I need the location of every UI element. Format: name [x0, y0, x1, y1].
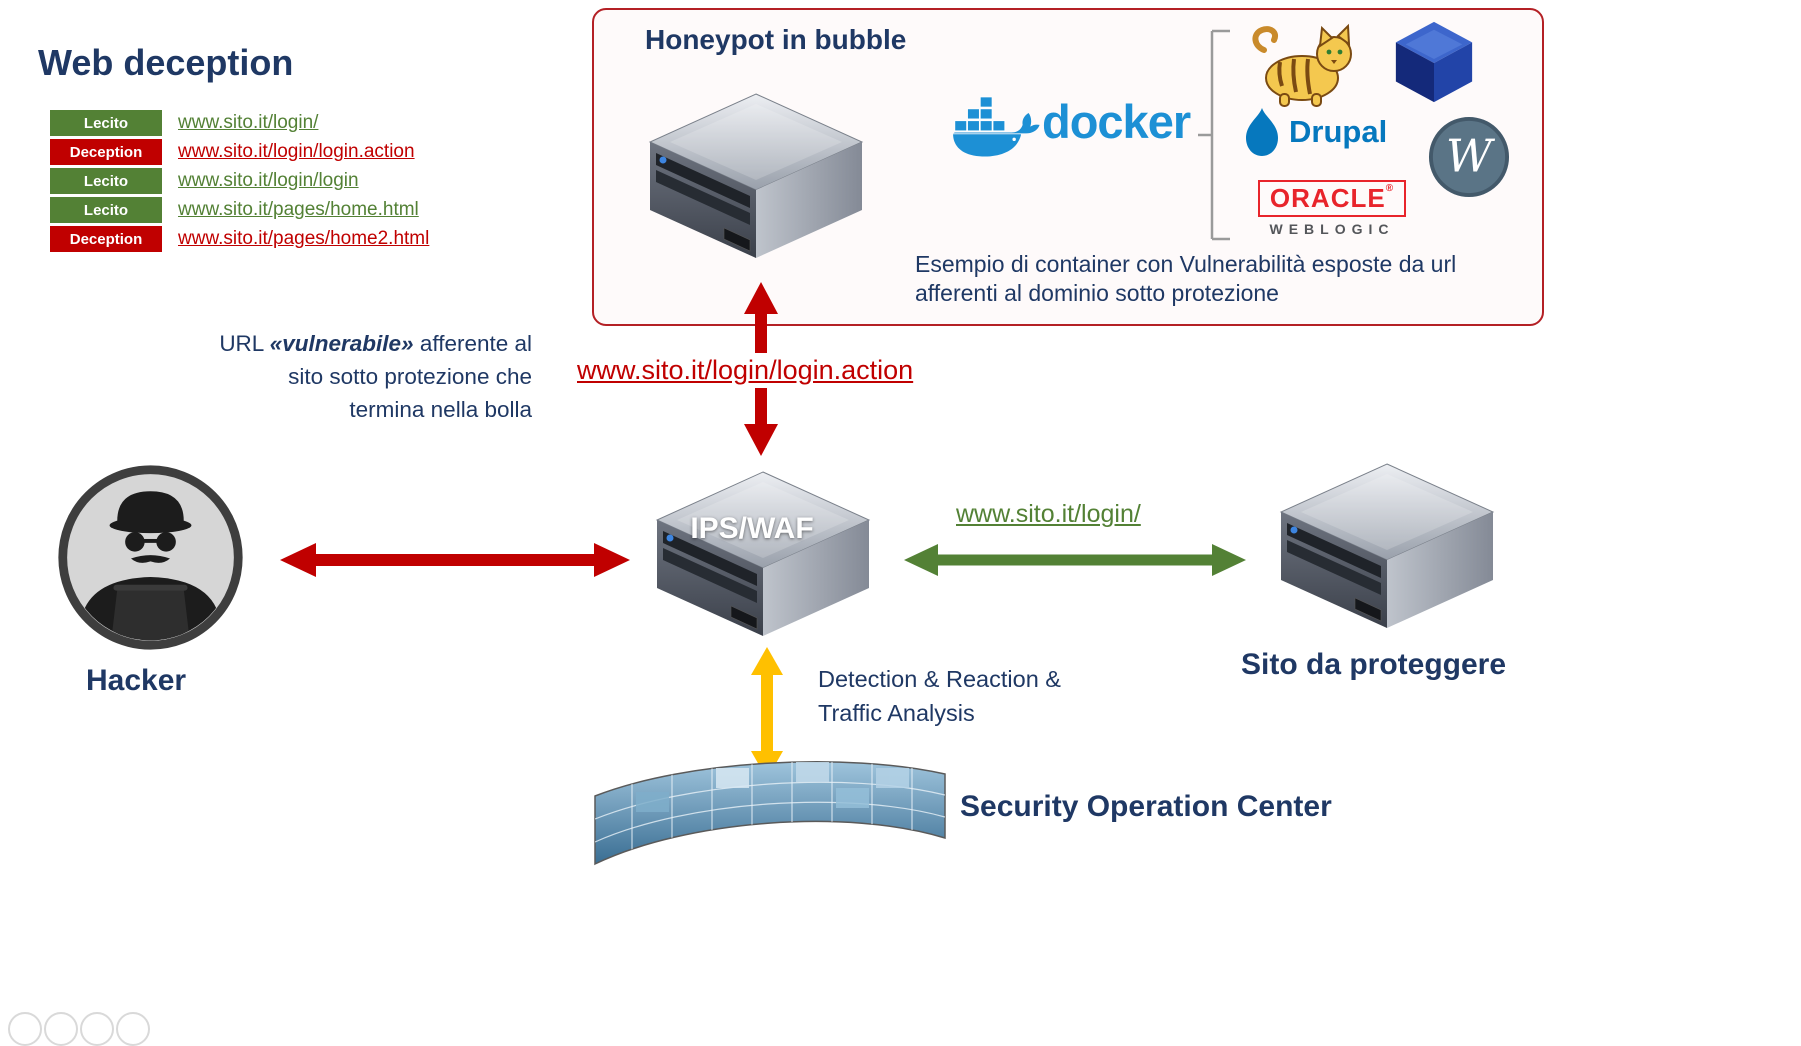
- legend-row: Lecito www.sito.it/login/: [50, 110, 429, 136]
- oracle-wordmark: ORACLE®: [1257, 180, 1407, 217]
- honeypot-bubble-title: Honeypot in bubble: [645, 24, 907, 55]
- hacker-label: Hacker: [86, 664, 187, 697]
- docker-wordmark: docker: [1042, 95, 1191, 148]
- detection-text-line2: Traffic Analysis: [818, 700, 975, 726]
- detection-text-line1: Detection & Reaction &: [818, 666, 1061, 692]
- tomcat-logo-icon: [1252, 23, 1352, 107]
- docker-whale-icon: [953, 96, 1040, 157]
- soc-label: Security Operation Center: [960, 790, 1332, 823]
- bubble-caption-line1: Esempio di container con Vulnerabilità e…: [915, 251, 1457, 277]
- bottom-toolbar-button[interactable]: [44, 1012, 78, 1046]
- drupal-drop-icon: [1246, 108, 1278, 156]
- hacker-icon: [58, 465, 243, 650]
- oracle-weblogic-logo: ORACLE® WEBLOGIC: [1256, 180, 1408, 237]
- registered-mark: ®: [1385, 183, 1395, 194]
- deception-url-label[interactable]: www.sito.it/login/login.action: [571, 353, 920, 388]
- legend-tag-deception: Deception: [50, 226, 162, 252]
- video-wall-icon: [594, 761, 946, 866]
- legend-url[interactable]: www.sito.it/login/login: [178, 170, 359, 191]
- page-title: Web deception: [38, 42, 294, 83]
- detection-text: Detection & Reaction & Traffic Analysis: [818, 662, 1061, 730]
- legend-url[interactable]: www.sito.it/login/login.action: [178, 141, 415, 162]
- legit-arrow-ips-site: [904, 544, 1246, 576]
- protected-site-label: Sito da proteggere: [1241, 648, 1507, 681]
- weblogic-wordmark: WEBLOGIC: [1269, 221, 1395, 237]
- drupal-logo: Drupal: [1242, 106, 1387, 158]
- vulnerable-url-note-line2: sito sotto protezione che: [288, 364, 532, 389]
- honeypot-server-icon: [648, 93, 864, 258]
- bubble-caption: Esempio di container con Vulnerabilità e…: [915, 250, 1456, 308]
- legend-row: Lecito www.sito.it/pages/home.html: [50, 197, 429, 223]
- legend-row: Deception www.sito.it/pages/home2.html: [50, 226, 429, 252]
- vulnerable-emphasis: «vulnerabile»: [269, 331, 414, 356]
- wordpress-logo-icon: W: [1428, 116, 1510, 198]
- legend-tag-deception: Deception: [50, 139, 162, 165]
- bottom-toolbar-button[interactable]: [116, 1012, 150, 1046]
- attack-arrow-hacker-ips: [280, 543, 630, 577]
- svg-text:W: W: [1446, 130, 1496, 183]
- drupal-wordmark: Drupal: [1289, 114, 1388, 149]
- bottom-toolbar-button[interactable]: [80, 1012, 114, 1046]
- legend-url[interactable]: www.sito.it/pages/home.html: [178, 199, 419, 220]
- bracket-icon: [1198, 29, 1230, 241]
- url-legend: Lecito www.sito.it/login/ Deception www.…: [50, 110, 429, 255]
- legend-tag-lecito: Lecito: [50, 168, 162, 194]
- legit-url-label[interactable]: www.sito.it/login/: [956, 500, 1141, 528]
- legend-row: Lecito www.sito.it/login/login: [50, 168, 429, 194]
- ips-waf-server-icon: [655, 471, 871, 636]
- vulnerable-url-note: URL «vulnerabile» afferente al sito sott…: [178, 327, 532, 426]
- protected-site-server-icon: [1279, 463, 1495, 628]
- legend-tag-lecito: Lecito: [50, 197, 162, 223]
- legend-row: Deception www.sito.it/login/login.action: [50, 139, 429, 165]
- legend-url[interactable]: www.sito.it/pages/home2.html: [178, 228, 430, 249]
- legend-tag-lecito: Lecito: [50, 110, 162, 136]
- bubble-caption-line2: afferenti al dominio sotto protezione: [915, 280, 1279, 306]
- vulnerable-url-note-line1: URL «vulnerabile» afferente al: [219, 331, 532, 356]
- ips-waf-label: IPS/WAF: [690, 512, 814, 545]
- vulnerable-url-note-line3: termina nella bolla: [349, 397, 532, 422]
- bottom-toolbar-button[interactable]: [8, 1012, 42, 1046]
- blue-cube-logo-icon: [1395, 21, 1473, 103]
- legend-url[interactable]: www.sito.it/login/: [178, 112, 319, 133]
